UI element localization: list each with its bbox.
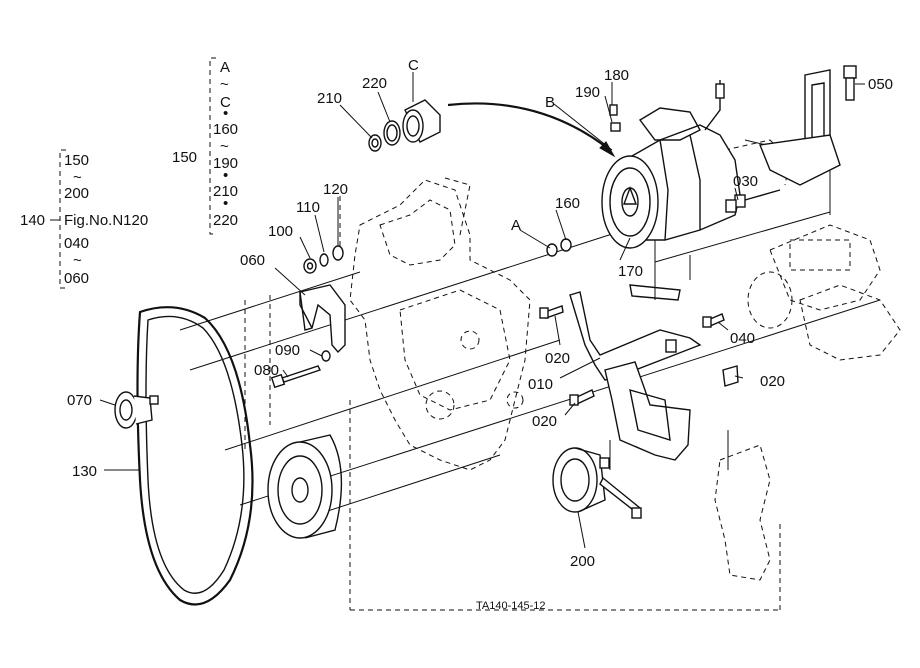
callout-B: B — [545, 94, 555, 111]
callout-020-right: 020 — [760, 373, 785, 390]
compressor-bracket — [569, 284, 702, 461]
callout-120: 120 — [323, 181, 348, 198]
washer-group-100 — [303, 245, 344, 274]
engine-right-outline — [714, 139, 901, 581]
callout-200: 200 — [570, 553, 595, 570]
washer-090 — [321, 350, 331, 362]
callout-020-lower: 020 — [532, 413, 557, 430]
list-150-item-220: 220 — [213, 212, 238, 229]
bolts — [539, 65, 857, 406]
engine-block-outline — [349, 177, 531, 471]
callout-030: 030 — [733, 173, 758, 190]
list-150-item-160: 160 — [213, 121, 238, 138]
list-150-tilde-1: ~ — [220, 76, 229, 93]
callout-050: 050 — [868, 76, 893, 93]
list-150-ref-C: C — [220, 94, 231, 111]
bracket-tensioner — [604, 361, 691, 461]
callout-A: A — [511, 217, 521, 234]
callout-090: 090 — [275, 342, 300, 359]
list-150-bullet-3: • — [223, 195, 228, 212]
callout-labels: 210 220 C 180 190 B 050 030 A 160 170 10… — [67, 57, 893, 570]
upper-bracket-050 — [759, 69, 841, 186]
list-140-item-060: 060 — [64, 270, 89, 287]
v-belt-130 — [136, 306, 254, 606]
idler-070 — [114, 391, 159, 429]
list-150-tilde-2: ~ — [220, 138, 229, 155]
bolt-080 — [270, 350, 331, 389]
list-150-bullet-2: • — [223, 167, 228, 184]
list-150-item-190: 190 — [213, 155, 238, 172]
list-150-ref-A: A — [220, 59, 230, 76]
callout-160: 160 — [555, 195, 580, 212]
list-140-tilde-1: ~ — [73, 169, 82, 186]
mount-bracket-060 — [299, 284, 346, 354]
nut-A — [546, 243, 558, 257]
list-140-item-040: 040 — [64, 235, 89, 252]
label-150: 150 — [172, 149, 197, 166]
list-150-bullet-1: • — [223, 105, 228, 122]
group-list-150: A ~ C • 160 ~ 190 • 210 • 220 150 — [172, 57, 238, 235]
label-140: 140 — [20, 212, 45, 229]
list-140-fig-ref: Fig.No.N120 — [64, 212, 148, 229]
list-140-tilde-2: ~ — [73, 252, 82, 269]
group-list-140: 150 ~ 200 Fig.No.N120 040 ~ 060 140 — [20, 149, 148, 289]
callout-220: 220 — [362, 75, 387, 92]
list-150-item-210: 210 — [213, 183, 238, 200]
list-140-item-200: 200 — [64, 185, 89, 202]
assembly-arrow — [447, 102, 611, 151]
callout-170: 170 — [618, 263, 643, 280]
crank-pulley — [267, 434, 343, 539]
callout-070: 070 — [67, 392, 92, 409]
tensioner-pulley-200 — [552, 447, 642, 519]
leader-lines — [99, 72, 865, 549]
fitting-190 — [610, 122, 621, 132]
fittings-180-190 — [609, 104, 621, 132]
fitting-180 — [609, 104, 618, 116]
callout-190: 190 — [575, 84, 600, 101]
pulley-group-C — [368, 99, 616, 158]
list-140-item-150: 150 — [64, 152, 89, 169]
bracket-150 — [209, 57, 216, 235]
washer-210 — [368, 134, 382, 152]
callout-C: C — [408, 57, 419, 74]
callout-080: 080 — [254, 362, 279, 379]
drawing-code: TA140-145-12 — [476, 600, 546, 612]
nut-group-A — [546, 238, 572, 257]
callout-210: 210 — [317, 90, 342, 107]
callout-180: 180 — [604, 67, 629, 84]
bracket-140 — [59, 149, 66, 289]
callout-040: 040 — [730, 330, 755, 347]
callout-010: 010 — [528, 376, 553, 393]
callout-020-upper: 020 — [545, 350, 570, 367]
callout-100: 100 — [268, 223, 293, 240]
callout-110: 110 — [296, 199, 320, 216]
callout-130: 130 — [72, 463, 97, 480]
compressor-170 — [601, 80, 781, 249]
washer-160 — [560, 238, 572, 252]
callout-060: 060 — [240, 252, 265, 269]
